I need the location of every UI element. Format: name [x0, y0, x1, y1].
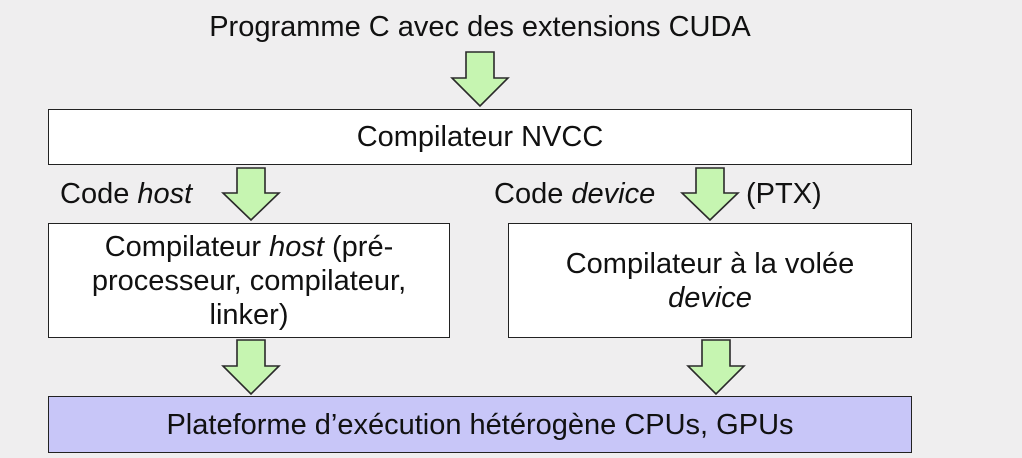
title: Programme C avec des extensions CUDA: [209, 11, 751, 43]
device-compiler-line1: Compilateur à la volée: [565, 247, 855, 280]
host-compiler-line3: linker): [209, 298, 289, 331]
down-arrow-icon: [221, 167, 281, 222]
down-arrow-icon: [680, 167, 740, 222]
host-em: host: [137, 178, 193, 210]
nvcc-compiler-label: Compilateur NVCC: [356, 121, 604, 153]
device-em: device: [571, 178, 656, 210]
down-arrow-icon: [686, 339, 746, 396]
nvcc-compiler-box: Compilateur NVCC: [48, 109, 912, 165]
execution-platform-box: Plateforme d’exécution hétérogène CPUs, …: [48, 396, 912, 453]
down-arrow-icon: [450, 51, 510, 108]
device-compiler-line2: device: [668, 281, 752, 314]
device-code-label: Code device: [494, 178, 656, 210]
host-compiler-line2: processeur, compilateur,: [91, 264, 407, 297]
execution-platform-label: Plateforme d’exécution hétérogène CPUs, …: [166, 408, 794, 441]
host-compiler-line1: Compilateur host (pré-: [104, 230, 394, 263]
ptx-label: (PTX): [746, 178, 822, 210]
device-compiler-box: Compilateur à la volée device: [508, 223, 912, 338]
host-code-label: Code host: [60, 178, 193, 210]
host-compiler-box: Compilateur host (pré- processeur, compi…: [48, 223, 450, 338]
down-arrow-icon: [221, 339, 281, 396]
